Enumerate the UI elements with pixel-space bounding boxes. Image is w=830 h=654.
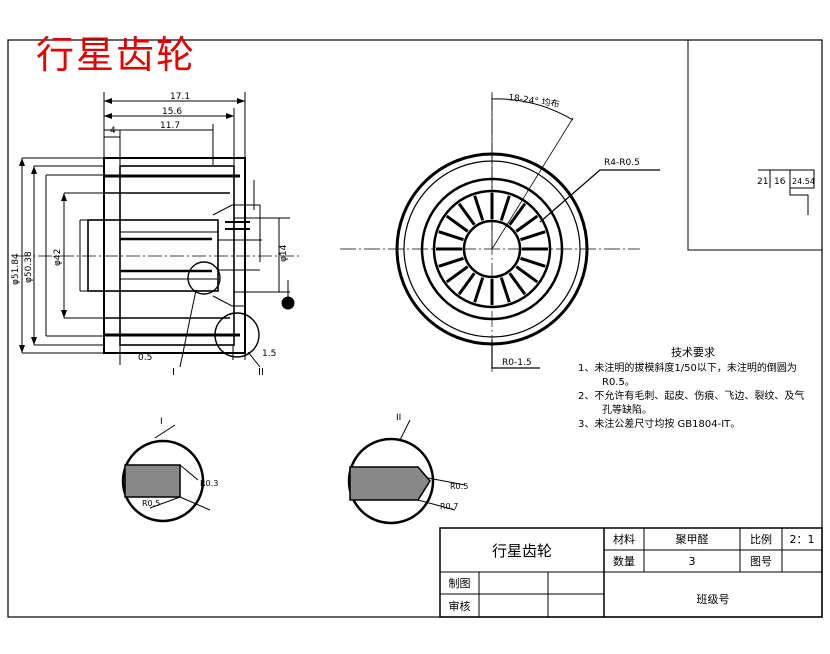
detail-dimensions: I R0.3 R0.5 II R0.5 R0.7 — [142, 413, 468, 511]
tech-line-2: 2、不允许有毛刺、起皮、伤痕、飞边、裂纹、及气 — [578, 391, 805, 402]
dim-length-4: 4 — [110, 126, 116, 136]
spec-value-1: 21 — [757, 177, 768, 187]
spoke — [515, 214, 539, 233]
spoke — [508, 202, 527, 226]
dim-spoke-radius: R4-R0.5 — [604, 158, 640, 168]
title-block-scale-label: 比例 — [750, 533, 772, 546]
dim-bottom-2: 1.5 — [262, 349, 276, 359]
spoke — [457, 202, 476, 226]
detail-2-dim-1: R0.5 — [450, 482, 468, 491]
title-block-scale-value: 2：1 — [789, 533, 815, 546]
tech-line-3: 3、未注公差尺寸均按 GB1804-IT。 — [578, 419, 741, 430]
tech-line-2b: 孔等缺陷。 — [602, 405, 652, 416]
tech-line-1b: R0.5。 — [602, 377, 635, 388]
title-block-material-value: 聚甲醛 — [675, 533, 709, 546]
spoke — [499, 277, 511, 303]
title-block-qty-label: 数量 — [613, 555, 635, 568]
dim-overall-length: 17.1 — [170, 92, 190, 102]
dim-pitch-diameter: φ50.38 — [24, 251, 34, 283]
spoke — [499, 195, 511, 221]
dim-spoke-angle: 18-24° 均布 — [508, 91, 561, 110]
spoke — [438, 230, 464, 242]
title-block-qty-value: 3 — [688, 554, 696, 568]
title-block-checked-label: 审核 — [448, 599, 471, 613]
detail-1-label: I — [160, 417, 163, 427]
detail-callout-i: I — [172, 367, 175, 378]
dim-bottom-radius: R0-1.5 — [502, 358, 532, 368]
spec-mini-text: 21 16 24.54 — [757, 177, 815, 187]
detail-2-dim-2: R0.7 — [440, 502, 458, 511]
spec-value-3: 24.54 — [792, 177, 815, 186]
dim-tip-diameter: φ51.84 — [11, 253, 21, 285]
main-section-view — [16, 92, 300, 368]
sheet-border — [7, 39, 823, 618]
dim-hub-diameter: φ42 — [53, 249, 63, 266]
title-block — [439, 527, 823, 618]
dim-length-2: 15.6 — [162, 107, 182, 117]
tech-line-1: 1、未注明的拔模斜度1/50以下，未注明的倒圆为 — [578, 363, 797, 374]
title-block-material-label: 材料 — [613, 533, 635, 546]
spoke — [457, 272, 476, 296]
side-view-dimensions: 18-24° 均布 R4-R0.5 R0-1.5 — [502, 91, 640, 368]
title-block-school-label: 班级号 — [696, 592, 730, 606]
dim-bottom-1: 0.5 — [138, 353, 152, 363]
spoke — [445, 214, 469, 233]
detail-2-label: II — [396, 413, 401, 423]
title-block-drawing-name: 行星齿轮 — [491, 541, 552, 560]
dim-bore-diameter: φ14 — [279, 244, 289, 262]
dim-length-3: 11.7 — [160, 121, 180, 131]
detail-1-dim-2: R0.5 — [142, 499, 160, 508]
detail-view-2 — [347, 419, 466, 525]
drawing-big-title: 行星齿轮 — [36, 33, 197, 77]
spoke — [520, 256, 546, 268]
detail-callout-ii: II — [258, 367, 264, 378]
spoke — [438, 256, 464, 268]
spec-box — [687, 40, 822, 251]
detail-view-1 — [121, 424, 211, 523]
title-block-drawn-label: 制图 — [448, 577, 471, 590]
main-view-dimensions: 17.1 15.6 11.7 4 φ51.84 φ50.38 φ42 φ14 0… — [11, 92, 289, 378]
spec-value-2: 16 — [774, 177, 786, 187]
detail-1-dim-1: R0.3 — [200, 479, 218, 488]
spoke — [515, 265, 539, 284]
spoke — [473, 277, 485, 303]
spoke — [508, 272, 527, 296]
spoke — [473, 195, 485, 221]
title-block-drawing-no-label: 图号 — [750, 555, 772, 568]
tech-heading: 技术要求 — [671, 346, 715, 359]
spoke — [520, 230, 546, 242]
technical-requirements: 技术要求 1、未注明的拔模斜度1/50以下，未注明的倒圆为 R0.5。 2、不允… — [578, 346, 808, 432]
spec-mini-table — [758, 169, 815, 215]
side-view — [340, 92, 660, 372]
spoke — [445, 265, 469, 284]
